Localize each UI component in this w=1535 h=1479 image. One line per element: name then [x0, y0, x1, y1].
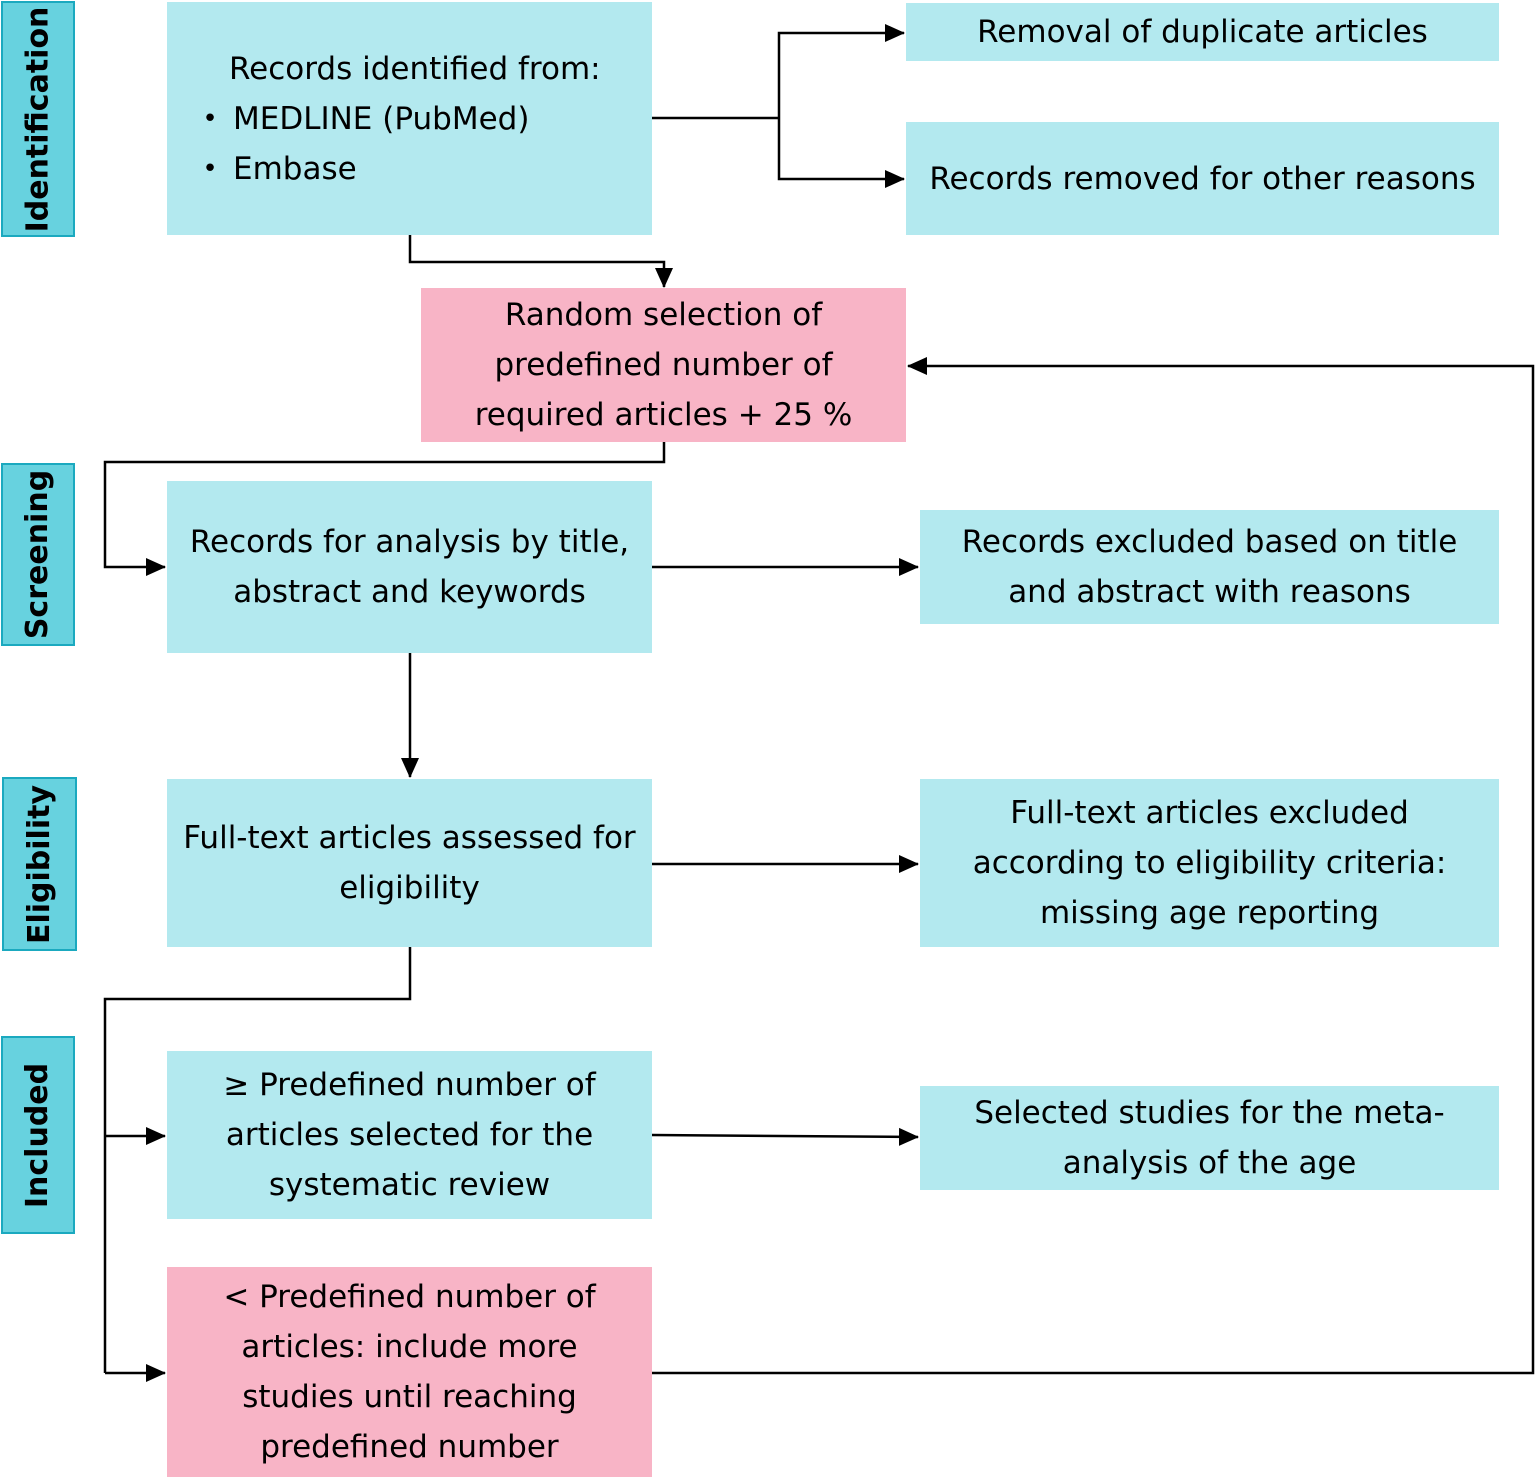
- node-text: articles: include more: [241, 1329, 578, 1365]
- node-text: Selected studies for the meta-: [974, 1095, 1445, 1131]
- node-text: systematic review: [268, 1167, 551, 1203]
- node-text: articles selected for the: [225, 1117, 594, 1153]
- node-text: eligibility: [339, 870, 480, 906]
- source-label: MEDLINE (PubMed): [233, 100, 530, 137]
- source-label: Embase: [233, 150, 357, 187]
- node-text: ≥ Predefined number of: [223, 1067, 596, 1103]
- node-text: Full-text articles assessed for: [183, 820, 636, 856]
- stage-eligibility: Eligibility: [2, 777, 77, 951]
- lt-predefined-box: < Predefined number of articles: include…: [167, 1267, 652, 1477]
- arrow-to-removal-duplicates: [777, 24, 905, 118]
- records-for-analysis-box: Records for analysis by title, abstract …: [167, 481, 652, 653]
- source-item: • MEDLINE (PubMed): [187, 94, 529, 144]
- stage-identification: Identification: [1, 1, 75, 237]
- node-text: predefined number of: [494, 347, 833, 383]
- stage-included: Included: [1, 1036, 75, 1234]
- stage-screening: Screening: [1, 463, 75, 646]
- arrow-to-random-selection: [408, 235, 673, 288]
- arrow-to-selected-meta: [651, 1127, 919, 1146]
- fulltext-excluded-box: Full-text articles excluded according to…: [920, 779, 1499, 947]
- node-text: Records removed for other reasons: [929, 160, 1476, 197]
- node-text: Records excluded based on title: [961, 524, 1458, 560]
- node-text: missing age reporting: [1039, 895, 1380, 931]
- node-text: studies until reaching: [242, 1379, 577, 1415]
- bullet-icon: •: [202, 103, 218, 134]
- selected-meta-box: Selected studies for the meta- analysis …: [920, 1086, 1499, 1190]
- node-text: Records for analysis by title,: [189, 524, 630, 560]
- removal-duplicates-box: Removal of duplicate articles: [906, 3, 1499, 61]
- node-text: Full-text articles excluded: [1010, 795, 1409, 831]
- random-selection-box: Random selection of predefined number of…: [421, 288, 906, 442]
- records-identified-title: Records identified from:: [229, 50, 601, 87]
- arrow-to-records-for-analysis: [103, 442, 666, 576]
- node-text: according to eligibility criteria:: [972, 845, 1447, 881]
- source-item: • Embase: [187, 144, 357, 194]
- fulltext-assessed-box: Full-text articles assessed for eligibil…: [167, 779, 652, 947]
- geq-predefined-box: ≥ Predefined number of articles selected…: [167, 1051, 652, 1219]
- node-text: Removal of duplicate articles: [977, 14, 1428, 50]
- node-text: abstract and keywords: [233, 574, 586, 610]
- records-removed-other-box: Records removed for other reasons: [906, 122, 1499, 235]
- records-excluded-box: Records excluded based on title and abst…: [920, 510, 1499, 624]
- node-text: and abstract with reasons: [1008, 574, 1411, 610]
- arrow-to-records-removed-other: [777, 118, 905, 188]
- node-text: required articles + 25 %: [474, 397, 853, 433]
- node-text: Random selection of: [504, 297, 823, 333]
- connector-fulltext-to-included: [103, 947, 412, 1373]
- bullet-icon: •: [202, 153, 218, 184]
- node-text: predefined number: [260, 1429, 559, 1465]
- node-text: < Predefined number of: [223, 1279, 596, 1315]
- records-identified-box: Records identified from: • MEDLINE (PubM…: [167, 2, 652, 235]
- node-text: analysis of the age: [1062, 1145, 1357, 1181]
- arrow-loop-to-random-selection: [652, 357, 1535, 1375]
